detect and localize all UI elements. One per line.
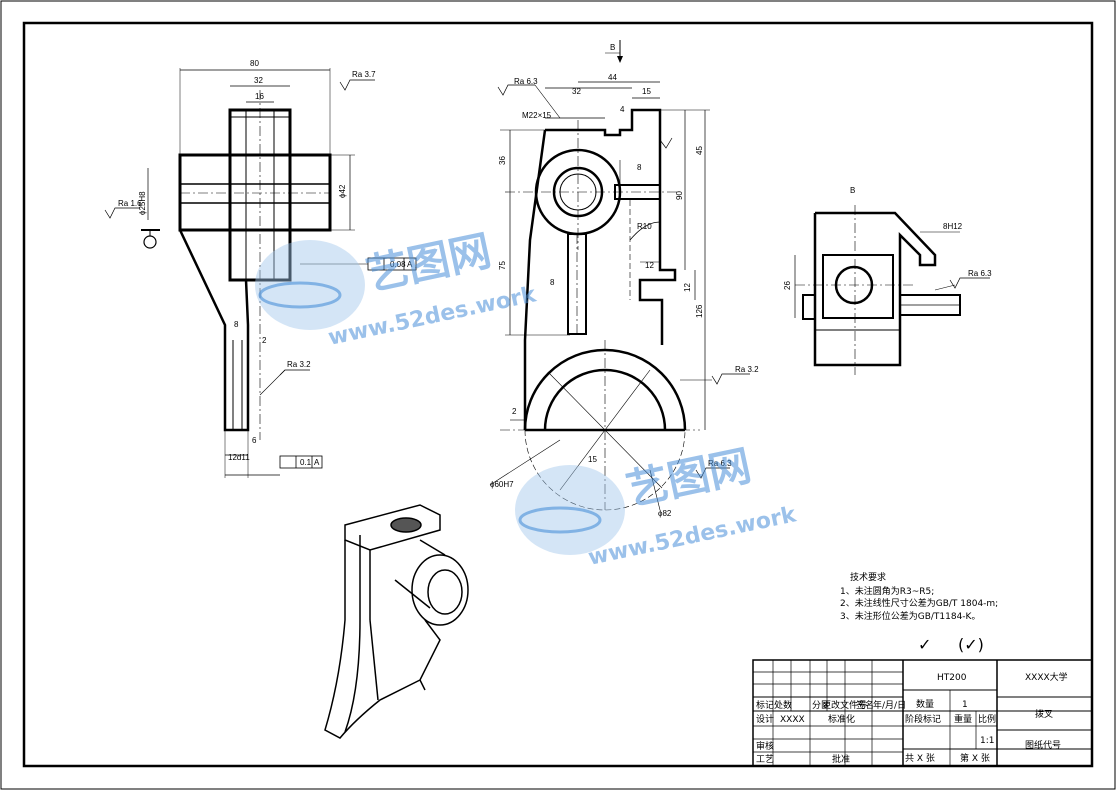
watermark-2: 艺图网 www.52des.work — [515, 441, 800, 571]
dim-phi82: ϕ82 — [658, 509, 672, 518]
ra-63-r: Ra 6.3 — [968, 269, 992, 278]
dim-phi60: ϕ60H7 — [490, 480, 514, 489]
tol-008: 0.08 — [390, 260, 406, 269]
dim-44: 44 — [608, 73, 617, 82]
dim-90: 90 — [675, 191, 684, 200]
dim-126: 126 — [695, 304, 704, 318]
dim-8: 8 — [234, 320, 239, 329]
middle-view — [489, 40, 750, 511]
dim-32m: 32 — [572, 87, 581, 96]
dim-36: 36 — [498, 156, 507, 165]
tech-title: 技术要求 — [850, 571, 886, 583]
inner-border — [22, 21, 1094, 768]
dim-r10: R10 — [637, 222, 652, 231]
tb-material: HT200 — [937, 673, 967, 683]
roughness-check: ✓ — [918, 635, 931, 654]
watermark-1: 艺图网 www.52des.work — [255, 226, 540, 351]
watermark-brand-2: 艺图网 — [622, 441, 755, 515]
tb-scale-value: 1:1 — [980, 736, 994, 746]
dim-8b: 8 — [550, 278, 555, 287]
tb-sign: 签名 — [856, 699, 874, 711]
right-view-labels: B 8H12 26 Ra 6.3 — [783, 186, 992, 290]
tb-stage-label: 阶段标记 — [905, 713, 941, 725]
tb-date: 年/月/日 — [873, 699, 906, 711]
dim-8a: 8 — [637, 163, 642, 172]
tb-approve-label: 批准 — [832, 753, 850, 765]
ra-32-m: Ra 3.2 — [735, 365, 759, 374]
ra-32: Ra 3.2 — [287, 360, 311, 369]
ra-63-b: Ra 6.3 — [708, 459, 732, 468]
dim-75: 75 — [498, 261, 507, 270]
tb-mark: 标记 — [756, 699, 774, 711]
left-view — [104, 68, 417, 478]
tb-count: 处数 — [774, 699, 792, 711]
dim-32: 32 — [254, 76, 263, 85]
datum-a2: A — [314, 458, 320, 467]
dim-15b: 15 — [588, 455, 597, 464]
dim-15: 15 — [642, 87, 651, 96]
dim-4: 4 — [620, 105, 625, 114]
middle-view-labels: B Ra 6.3 44 32 15 4 M22×15 36 45 8 90 R1… — [490, 43, 759, 518]
tb-school: XXXX大学 — [1025, 671, 1068, 683]
view-b-side: B — [850, 186, 855, 195]
right-view — [794, 205, 990, 375]
tb-check-label: 审核 — [756, 740, 774, 752]
watermark-brand-1: 艺图网 — [362, 226, 495, 300]
tb-designer: XXXX — [780, 715, 805, 725]
tb-qty-value: 1 — [962, 700, 968, 710]
tb-drawing-code: 图纸代号 — [1025, 739, 1061, 751]
dim-16: 16 — [255, 92, 264, 101]
dim-6: 6 — [252, 436, 257, 445]
ra-63-a: Ra 6.3 — [514, 77, 538, 86]
tb-change: 更改文件号 — [822, 699, 867, 711]
dim-12: 12d11 — [228, 453, 250, 462]
tb-qty-label: 数量 — [916, 698, 934, 710]
view-b-top: B — [610, 43, 615, 52]
tech-item-1: 1、未注圆角为R3~R5; — [840, 585, 934, 597]
title-block-text: 标记 处数 分区 更改文件号 签名 年/月/日 设计 XXXX 标准化 审核 工… — [756, 671, 1068, 765]
roughness-paren: (✓) — [958, 635, 984, 654]
tb-sheet-no: 第 X 张 — [960, 752, 990, 764]
dim-phi42: ϕ42 — [338, 184, 347, 198]
title-block — [752, 659, 1093, 767]
tb-weight-label: 重量 — [954, 713, 972, 725]
tb-part-name: 拨叉 — [1035, 708, 1053, 720]
dim-12b: 12 — [683, 283, 692, 292]
tech-requirements: 技术要求 1、未注圆角为R3~R5; 2、未注线性尺寸公差为GB/T 1804-… — [840, 571, 998, 654]
tb-std-label: 标准化 — [828, 713, 855, 725]
dim-bore: ϕ25H8 — [138, 191, 147, 215]
tech-item-3: 3、未注形位公差为GB/T1184-K。 — [840, 610, 980, 622]
tb-process-label: 工艺 — [756, 754, 774, 765]
datum-a1: A — [407, 260, 413, 269]
tb-zone: 分区 — [812, 700, 830, 711]
ra-37: Ra 3.7 — [352, 70, 376, 79]
tb-design-label: 设计 — [756, 713, 774, 725]
dim-80: 80 — [250, 59, 259, 68]
isometric-view — [324, 504, 469, 739]
tech-item-2: 2、未注线性尺寸公差为GB/T 1804-m; — [840, 597, 998, 609]
tb-scale-label: 比例 — [978, 713, 996, 725]
dim-m22: M22×15 — [522, 111, 552, 120]
dim-2: 2 — [262, 336, 267, 345]
dim-2m: 2 — [512, 407, 517, 416]
tb-total-sheets: 共 X 张 — [905, 753, 935, 764]
dim-8h12: 8H12 — [943, 222, 963, 231]
dim-26: 26 — [783, 281, 792, 290]
ra-16: Ra 1.6 — [118, 199, 142, 208]
tol-01: 0.1 — [300, 458, 312, 467]
dim-45: 45 — [695, 146, 704, 155]
dim-12a: 12 — [645, 261, 654, 270]
left-view-labels: 80 32 16 Ra 3.7 ϕ42 ϕ25H8 Ra 1.6 0.08 A … — [118, 59, 413, 467]
